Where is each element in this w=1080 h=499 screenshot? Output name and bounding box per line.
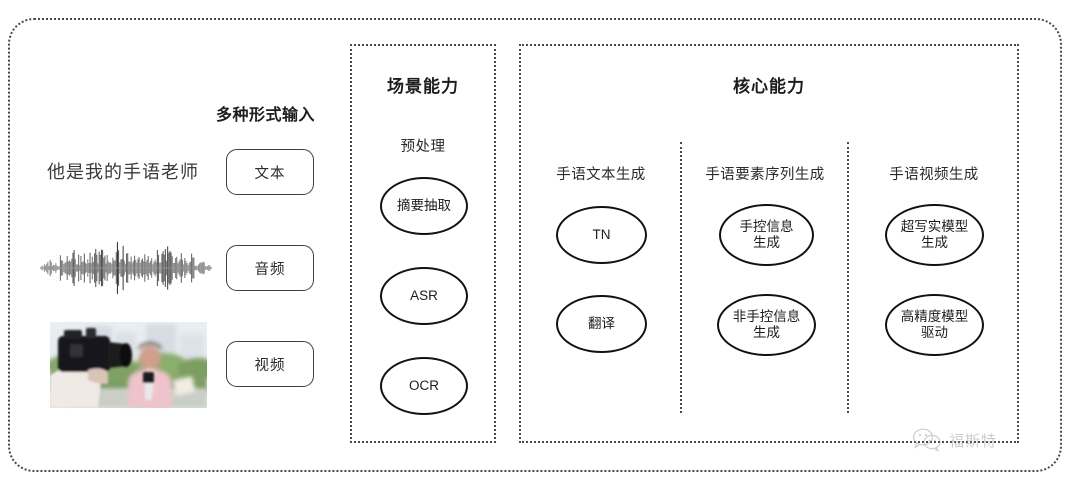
input-mode-video[interactable]: 视频 <box>226 341 314 387</box>
diagram-outer-frame <box>8 18 1062 472</box>
core-capability-panel: 核心能力 手语文本生成 TN 翻译 手语要素序列生成 手控信息 生成 非手控信息… <box>519 44 1019 443</box>
core-node-tn[interactable]: TN <box>556 206 647 264</box>
scene-panel-title: 场景能力 <box>387 77 459 96</box>
scene-panel-subtitle: 预处理 <box>400 139 446 155</box>
core-node-nonmanual-signal[interactable]: 非手控信息 生成 <box>717 294 816 356</box>
core-column-divider-1 <box>680 142 682 413</box>
input-mode-text[interactable]: 文本 <box>226 149 314 195</box>
core-column-1-subtitle: 手语文本生成 <box>556 167 646 183</box>
watermark: 福斯特 <box>912 428 997 453</box>
scene-node-asr[interactable]: ASR <box>380 267 468 325</box>
scene-node-ocr[interactable]: OCR <box>380 357 468 415</box>
scene-capability-panel: 场景能力 预处理 摘要抽取 ASR OCR <box>350 44 496 443</box>
core-node-manual-signal[interactable]: 手控信息 生成 <box>719 204 814 266</box>
audio-waveform-icon <box>40 241 212 295</box>
core-panel-title: 核心能力 <box>733 77 805 96</box>
sample-input-text: 他是我的手语老师 <box>47 162 199 182</box>
wechat-icon <box>912 428 941 452</box>
core-node-translate[interactable]: 翻译 <box>556 295 647 353</box>
core-node-highprecision-drive[interactable]: 高精度模型 驱动 <box>885 294 984 356</box>
watermark-text: 福斯特 <box>949 433 998 450</box>
video-thumbnail-image <box>50 322 207 408</box>
core-column-3-subtitle: 手语视频生成 <box>889 167 979 183</box>
core-column-divider-2 <box>847 142 849 413</box>
core-column-2-subtitle: 手语要素序列生成 <box>705 167 825 183</box>
input-section-heading: 多种形式输入 <box>216 107 316 124</box>
core-node-photoreal-model[interactable]: 超写实模型 生成 <box>885 204 984 266</box>
scene-node-summary[interactable]: 摘要抽取 <box>380 177 468 235</box>
input-mode-audio[interactable]: 音频 <box>226 245 314 291</box>
